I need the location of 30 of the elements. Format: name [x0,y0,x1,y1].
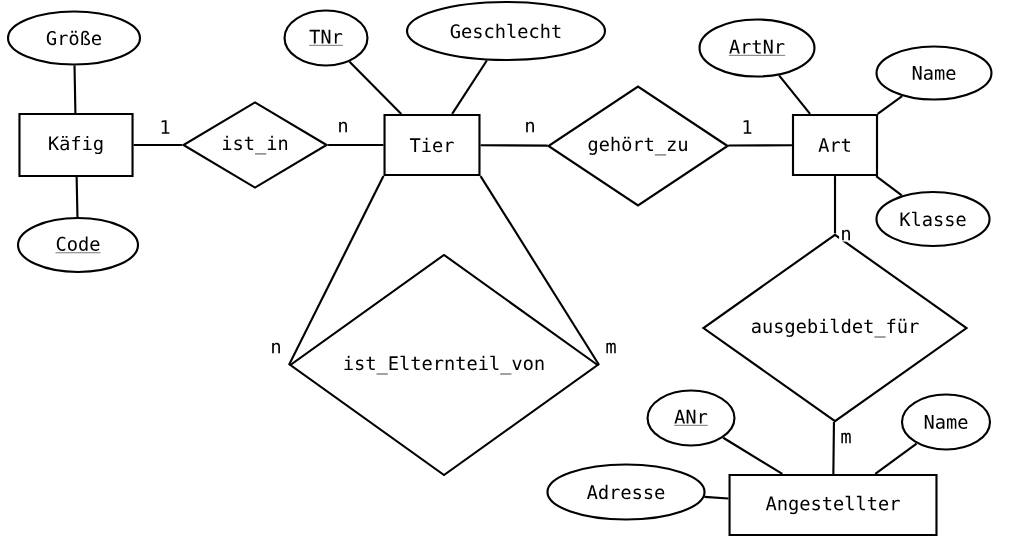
entity-box: Tier [383,113,481,177]
connector-line [875,175,903,197]
connector-line [778,74,811,115]
connector-line [480,144,548,147]
connector-line [728,144,792,147]
entity-box: Art [791,113,879,177]
connector-line [328,143,384,147]
cardinality-label: n [523,120,537,134]
cardinality-label: n [269,341,283,355]
connector-line [348,61,402,115]
cardinality-label: m [839,431,853,445]
connector-line [722,436,783,475]
connector-line [704,495,729,500]
connector-line [479,175,600,366]
cardinality-label: 1 [158,118,172,136]
connector-line [874,442,918,475]
connector-line [833,176,837,234]
connector-line [288,175,385,366]
entity-box: Käfig [18,112,134,178]
cardinality-label: m [604,341,618,355]
cardinality-label: n [839,228,853,242]
connector-line [451,59,488,115]
connector-line [832,421,835,474]
cardinality-label: n [336,120,350,134]
connector-line [75,177,79,217]
entity-box: Angestellter [728,473,938,536]
connector-line [73,65,77,113]
connector-line [877,95,903,115]
connector-line [133,143,182,147]
cardinality-label: 1 [740,118,754,136]
